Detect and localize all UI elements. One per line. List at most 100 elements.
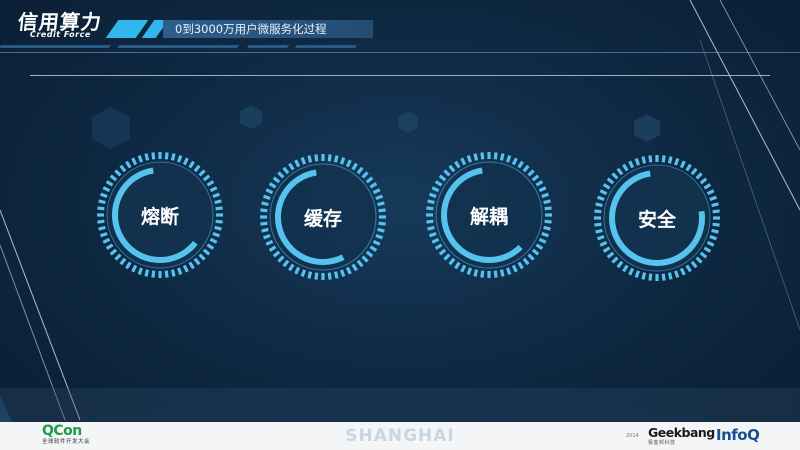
- gauge-tick: [544, 219, 552, 224]
- gauge-tick: [339, 157, 346, 165]
- gauge-tick: [263, 233, 271, 240]
- gauge-tick: [473, 269, 479, 277]
- gauge-tick: [277, 255, 285, 263]
- gauge-tick: [372, 239, 381, 246]
- gauge-tick: [265, 239, 274, 246]
- gauge-tick: [709, 195, 717, 202]
- gauge-tick: [535, 243, 544, 250]
- gauge-tick: [182, 264, 189, 273]
- gauge-tick: [438, 248, 447, 256]
- gauge-tick: [268, 245, 277, 252]
- gauge-tick: [109, 248, 118, 256]
- gauge-tick: [176, 155, 183, 163]
- gauge-tick: [97, 206, 105, 211]
- gauge-tick: [427, 199, 435, 205]
- gauge-tick: [517, 261, 524, 270]
- gauge-tick: [265, 188, 274, 195]
- geekbang-logo: Geekbang 极客邦科技: [648, 425, 715, 446]
- gauge-tick: [119, 164, 127, 173]
- gauge-tick: [431, 186, 440, 193]
- gauge-tick: [443, 253, 451, 261]
- gauge-tick: [712, 209, 720, 214]
- gauge-tick: [327, 154, 332, 162]
- gauge-tick: [648, 155, 653, 163]
- gauge-tick: [102, 237, 111, 244]
- gauge-tick: [198, 169, 206, 177]
- gauge-tick: [699, 251, 708, 259]
- gauge-tick: [100, 231, 108, 238]
- gauge-tick: [611, 256, 619, 264]
- gauge-progress-arc: [441, 167, 523, 263]
- gauge-tick: [531, 174, 540, 182]
- city-label: SHANGHAI: [345, 426, 455, 446]
- gauge-tick: [511, 157, 518, 166]
- gauge-tick: [673, 158, 680, 166]
- gauge-tick: [131, 157, 138, 166]
- gauge-tick: [661, 155, 666, 163]
- gauge-tick: [597, 234, 605, 241]
- gauge-tick: [215, 219, 223, 224]
- gauge-tick: [361, 171, 369, 179]
- gauge-tick: [214, 199, 222, 205]
- gauge-tick: [426, 206, 434, 211]
- gauge-tick: [493, 152, 498, 160]
- gauge-tick: [599, 240, 608, 247]
- gauge-tick: [114, 169, 122, 177]
- gauge-tick: [538, 237, 547, 244]
- gauge-tick: [294, 266, 301, 275]
- gauge-label: 缓存: [303, 207, 342, 230]
- gauge-tick: [527, 253, 535, 261]
- gauge-tick: [333, 155, 339, 163]
- logo-subtext: Credit Force: [30, 30, 91, 39]
- geekbang-logo-subtext: 极客邦科技: [648, 440, 676, 446]
- gauge-tick: [522, 257, 530, 266]
- gauge-progress-arc: [275, 169, 345, 265]
- footer-band: [0, 388, 800, 422]
- gauge-item: 解耦: [424, 150, 554, 280]
- gauge-tick: [365, 250, 374, 258]
- gauge-tick: [170, 269, 176, 277]
- gauge-tick: [327, 272, 332, 280]
- gauge-tick: [622, 264, 629, 273]
- gauge-tick: [616, 260, 624, 269]
- gauge-tick: [277, 171, 285, 179]
- gauge-tick: [375, 194, 383, 201]
- gauge-tick: [685, 163, 692, 172]
- gauge-tick: [594, 222, 602, 227]
- gauge-tick: [300, 269, 307, 277]
- gauge-tick: [466, 155, 473, 163]
- gauge-tick: [356, 166, 364, 175]
- gauge-tick: [679, 267, 686, 276]
- title-bar: 0到3000万用户微服务化过程: [163, 20, 373, 38]
- gauge-tick: [307, 155, 313, 163]
- gauge-tick: [661, 273, 666, 281]
- gauge-tick: [703, 246, 712, 253]
- gauge-tick: [188, 261, 195, 270]
- gauge-tick: [531, 248, 540, 256]
- gauge-tick: [209, 237, 218, 244]
- gauge-tick: [699, 177, 708, 185]
- gauge-tick: [170, 153, 176, 161]
- gauge-tick: [434, 180, 443, 187]
- gauge-label: 解耦: [469, 205, 508, 228]
- gauge-tick: [114, 253, 122, 261]
- gauge-tick: [711, 228, 719, 234]
- gauge-tick: [372, 188, 381, 195]
- geekbang-tag: 2014: [626, 433, 639, 439]
- gauge-tick: [268, 182, 277, 189]
- gauge-tick: [606, 177, 615, 185]
- gauge-tick: [105, 180, 114, 187]
- gauge-tick: [480, 270, 485, 278]
- gauge-tick: [616, 167, 624, 176]
- gauge-tick: [522, 164, 530, 173]
- gauge-tick: [505, 155, 512, 163]
- gauge-tick: [641, 272, 647, 280]
- page-title: 0到3000万用户微服务化过程: [175, 22, 327, 36]
- gauge-tick: [209, 186, 218, 193]
- gauge-tick: [541, 192, 549, 199]
- hexagon-decor: [92, 107, 130, 149]
- gauge-tick: [641, 156, 647, 164]
- gauge-disc: [108, 163, 212, 267]
- gauge-tick: [541, 231, 549, 238]
- gauge-tick: [182, 157, 189, 166]
